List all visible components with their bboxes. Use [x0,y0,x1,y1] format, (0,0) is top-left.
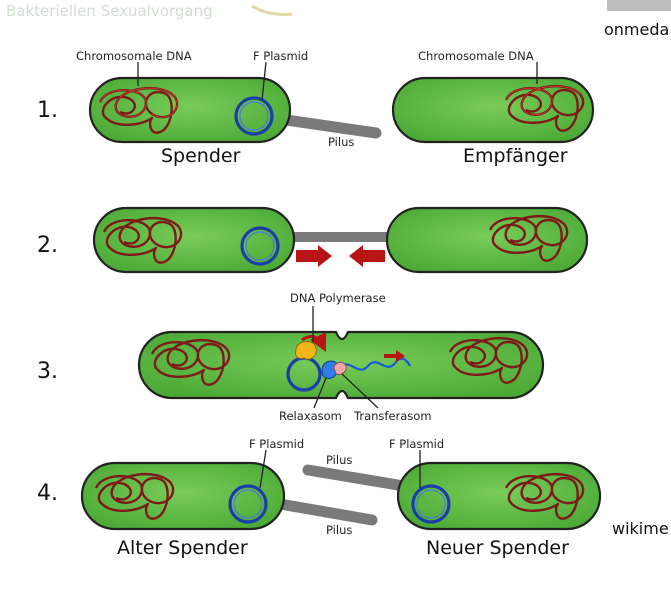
chromosomal-dna [150,339,231,386]
label-f-plasmid-right: F Plasmid [389,437,444,451]
pilus [290,232,394,242]
label-pilus-top: Pilus [326,453,352,467]
recipient-cell [385,206,589,274]
top-right-gray-bar [607,0,671,11]
label-donor: Spender [161,145,241,167]
plasmid [228,484,268,524]
pilus [302,464,410,492]
pilus [280,114,382,139]
chromosomal-dna [98,87,179,134]
faint-header-graphic [251,4,293,16]
label-transferasom: Transferasom [353,409,432,423]
credit-bottom-right: wikime [612,519,669,538]
recipient-cell [391,76,595,144]
chromosomal-dna [102,217,183,264]
red-arrow-right [296,245,332,267]
new-donor-cell [396,461,602,531]
label-f-plasmid-left: F Plasmid [249,437,304,451]
step-number: 2. [37,233,58,258]
label-old-donor: Alter Spender [117,537,248,559]
label-dna-polymerase: DNA Polymerase [290,291,386,305]
label-relaxasom: Relaxasom [279,409,342,423]
red-arrow-left [349,245,385,267]
leader-line [313,377,327,409]
pilus [274,498,378,526]
transferasom [333,361,347,375]
plasmid [411,484,451,524]
plasmid [234,96,274,136]
label-recipient: Empfänger [463,145,568,167]
leader-line [341,373,379,409]
chromosomal-dna [94,473,175,520]
credit-top-right: onmeda [604,20,669,39]
leader-line [261,61,267,101]
label-chromosomal-dna-right: Chromosomale DNA [418,49,534,63]
leader-line [259,449,267,489]
label-pilus: Pilus [328,135,354,149]
label-chromosomal-dna-left: Chromosomale DNA [76,49,192,63]
chromosomal-dna [448,337,529,384]
chromosomal-dna [504,473,585,520]
step-number: 1. [37,98,58,123]
label-new-donor: Neuer Spender [426,537,569,559]
transferred-dna-strand [337,357,411,371]
chromosomal-dna [504,85,585,132]
label-f-plasmid: F Plasmid [253,49,308,63]
step-number: 4. [37,481,58,506]
transfer-arrow [384,350,405,362]
faint-header-text: Bakteriellen Sexualvorgang [6,2,213,20]
chromosomal-dna [488,215,569,262]
label-pilus-bottom: Pilus [326,523,352,537]
plasmid [240,226,280,266]
step-number: 3. [37,359,58,384]
dna-polymerase [295,341,317,360]
